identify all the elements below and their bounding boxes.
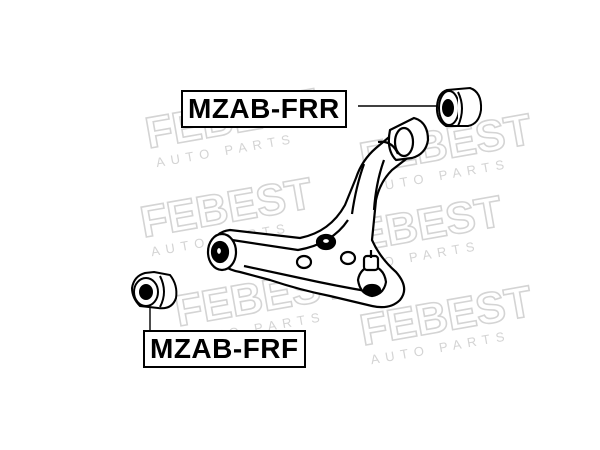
front-bushing-part <box>130 270 178 310</box>
part-label-front-bushing: MZAB-FRF <box>143 330 306 368</box>
part-label-rear-bushing: MZAB-FRR <box>181 90 347 128</box>
rear-bushing-part <box>435 86 483 127</box>
control-arm <box>206 116 430 309</box>
leader-lines <box>149 105 440 332</box>
